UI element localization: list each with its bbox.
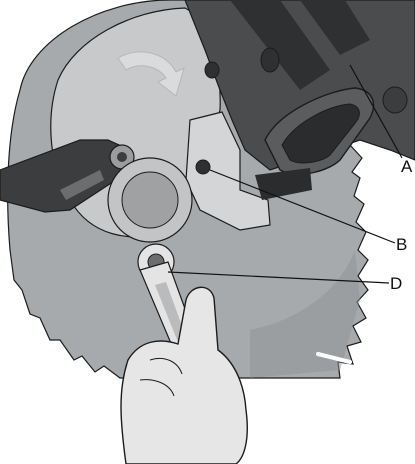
blade-slot xyxy=(316,352,352,364)
hand xyxy=(120,286,248,464)
motor-housing xyxy=(184,0,415,175)
callout-d-label: D xyxy=(390,274,403,293)
leader-line-a xyxy=(349,64,403,159)
spindle-lock-bracket xyxy=(185,111,312,231)
blade-arbor xyxy=(107,157,193,243)
pivot-arm xyxy=(0,139,135,213)
leader-line-b xyxy=(209,169,396,244)
callout-a-label: A xyxy=(401,157,413,176)
callout-b-label: B xyxy=(396,235,408,254)
leader-line-d xyxy=(167,271,390,284)
rotation-arrow-icon xyxy=(117,51,185,97)
